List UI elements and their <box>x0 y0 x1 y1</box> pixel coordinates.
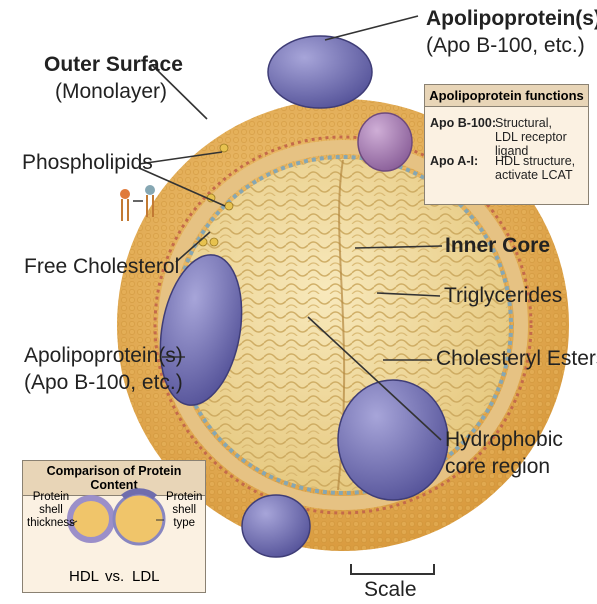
label-inner-core: Inner Core <box>445 234 550 258</box>
function-desc-line: Structural, <box>495 117 588 131</box>
label-apo-b100-left: (Apo B-100, etc.) <box>24 371 183 395</box>
comparison-box: Comparison of Protein Content Protein sh… <box>22 460 206 593</box>
function-desc-line: activate LCAT <box>495 169 575 183</box>
label-apo-b100-top: (Apo B-100, etc.) <box>426 34 585 58</box>
function-row-apo-b100: Apo B-100: <box>430 117 496 131</box>
label-scale: Scale <box>364 578 417 602</box>
label-hydrophobic: Hydrophobic <box>445 428 563 452</box>
function-desc-apo-a1: HDL structure, activate LCAT <box>495 155 575 183</box>
left-label-line: thickness <box>27 517 75 530</box>
label-core-region: core region <box>445 455 550 479</box>
right-label-line: shell <box>166 504 202 517</box>
function-desc-line: HDL structure, <box>495 155 575 169</box>
apolipoprotein-pink <box>358 113 412 171</box>
hdl-particle <box>70 498 112 540</box>
label-free-cholesterol: Free Cholesterol <box>24 255 179 279</box>
function-key: Apo B-100: <box>430 116 496 130</box>
left-labels: Protein shell thickness <box>27 491 75 531</box>
ldl-label: LDL <box>132 568 160 585</box>
label-monolayer: (Monolayer) <box>55 80 167 104</box>
apolipoprotein-top <box>268 36 372 108</box>
apolipoprotein-right <box>338 380 448 500</box>
function-desc-apo-b100: Structural, LDL receptor ligand <box>495 117 588 158</box>
function-key: Apo A-I: <box>430 154 478 168</box>
label-apolipoprotein-left: Apolipoprotein(s) <box>24 344 183 368</box>
functions-box-title: Apolipoprotein functions <box>425 85 588 107</box>
left-label-line: shell <box>27 504 75 517</box>
label-triglycerides: Triglycerides <box>444 284 562 308</box>
right-label-line: Protein <box>166 491 202 504</box>
apolipoprotein-functions-box: Apolipoprotein functions Apo B-100: Stru… <box>424 84 589 205</box>
right-labels: Protein shell type <box>166 491 202 531</box>
label-outer-surface: Outer Surface <box>44 53 183 77</box>
right-label-line: type <box>166 517 202 530</box>
apolipoprotein-bottom <box>242 495 310 557</box>
left-label-line: Protein <box>27 491 75 504</box>
label-phospholipids: Phospholipids <box>22 151 153 175</box>
label-apolipoprotein-top: Apolipoprotein(s) <box>426 7 597 31</box>
hdl-label: HDL <box>69 568 99 585</box>
vs-label: vs. <box>105 568 124 585</box>
function-row-apo-a1: Apo A-I: <box>430 155 478 169</box>
scale-bar <box>351 564 434 574</box>
ldl-particle <box>114 494 164 544</box>
label-cholesteryl-esters: Cholesteryl Esters <box>436 347 597 371</box>
